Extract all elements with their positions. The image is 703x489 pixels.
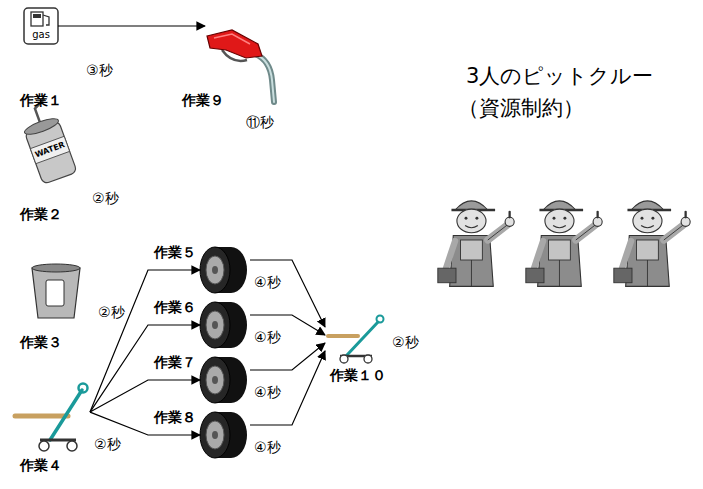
gas-icon	[33, 14, 41, 18]
jack-icon	[67, 441, 77, 451]
tire-icon	[200, 412, 230, 458]
fuel-nozzle	[207, 30, 274, 102]
duration-label: ②秒	[94, 436, 121, 453]
tire-icon	[200, 247, 247, 293]
duration-label: ③秒	[86, 62, 113, 79]
tire-icon	[212, 266, 218, 274]
precedence-arrow	[250, 351, 325, 425]
precedence-arrow	[90, 380, 200, 412]
pit-crew-figure	[438, 201, 514, 286]
tire-icon	[206, 366, 224, 394]
jack-icon	[347, 322, 378, 355]
tire-icon	[206, 311, 224, 339]
pit-crew-figure	[614, 201, 690, 286]
tire-icon	[200, 412, 247, 458]
gas-icon	[31, 12, 43, 26]
gas-icon	[24, 8, 58, 44]
tire-icon	[200, 302, 230, 348]
tire-icon	[200, 247, 230, 293]
task-name: 作業３	[20, 334, 62, 351]
bucket	[32, 264, 80, 272]
crew-title: 3人のピットクルー	[466, 64, 653, 89]
duration-label: ⑪秒	[246, 114, 274, 131]
task-name: 作業２	[20, 206, 62, 223]
task-node: 作業１０②秒	[325, 315, 385, 363]
task-name: 作業８	[154, 409, 196, 426]
fuel-nozzle	[255, 54, 274, 102]
precedence-arrow	[250, 343, 325, 370]
jack-icon	[15, 384, 88, 452]
task-name: 作業６	[154, 299, 196, 316]
fuel-nozzle	[207, 30, 262, 58]
jack-icon	[39, 441, 49, 451]
task-name: 作業５	[154, 244, 196, 261]
gas-icon	[24, 8, 58, 44]
tire-icon	[212, 321, 218, 329]
tire-icon	[212, 376, 218, 384]
task-name: 作業９	[182, 92, 224, 109]
duration-label: ④秒	[254, 439, 281, 456]
tire-icon	[212, 431, 218, 439]
duration-label: ②秒	[92, 190, 119, 207]
precedence-arrow	[250, 260, 325, 327]
fuel-nozzle	[214, 34, 250, 44]
jack-icon	[364, 355, 372, 363]
tire-icon	[206, 421, 224, 449]
fuel-nozzle	[255, 54, 274, 102]
duration-label: ④秒	[254, 329, 281, 346]
jack-icon	[328, 334, 358, 338]
jack-icon	[50, 390, 82, 440]
jack-icon	[377, 316, 384, 323]
task-node: 作業７④秒	[200, 356, 250, 404]
pit-crew-figure	[526, 201, 602, 286]
task-node: 作業５④秒	[200, 246, 250, 294]
jack-icon	[15, 414, 68, 419]
task-name: 作業４	[20, 457, 62, 474]
duration-label: ②秒	[392, 334, 419, 351]
duration-label: ④秒	[254, 274, 281, 291]
task-name: 作業１	[20, 92, 62, 109]
task-name: 作業７	[154, 354, 196, 371]
precedence-arrow	[90, 325, 200, 412]
precedence-arrow	[90, 270, 200, 412]
tire-icon	[200, 302, 247, 348]
bucket	[32, 268, 80, 318]
tire-icon	[200, 357, 230, 403]
task-node: 作業３②秒	[28, 262, 84, 322]
jack-icon	[79, 384, 88, 393]
water-bottle	[16, 97, 77, 184]
tire-icon	[206, 256, 224, 284]
pit-crew-figure	[438, 201, 690, 286]
crew-title: （資源制約）	[458, 96, 584, 121]
precedence-arrow	[58, 25, 205, 26]
water-bottle	[30, 136, 69, 163]
duration-label: ②秒	[98, 304, 125, 321]
duration-label: ④秒	[254, 384, 281, 401]
task-node: 作業８④秒	[200, 411, 250, 459]
bucket	[46, 280, 64, 306]
icon-text: gas	[32, 29, 50, 41]
tire-icon	[200, 357, 247, 403]
task-node: 作業４②秒	[15, 382, 90, 452]
task-node: 作業９⑪秒	[205, 12, 277, 108]
bucket	[32, 264, 80, 318]
task-node: 作業６④秒	[200, 301, 250, 349]
task-name: 作業１０	[330, 367, 386, 384]
jack-icon	[340, 355, 348, 363]
water-bottle	[23, 116, 60, 138]
gas-icon	[43, 15, 49, 25]
jack-icon	[328, 316, 384, 364]
